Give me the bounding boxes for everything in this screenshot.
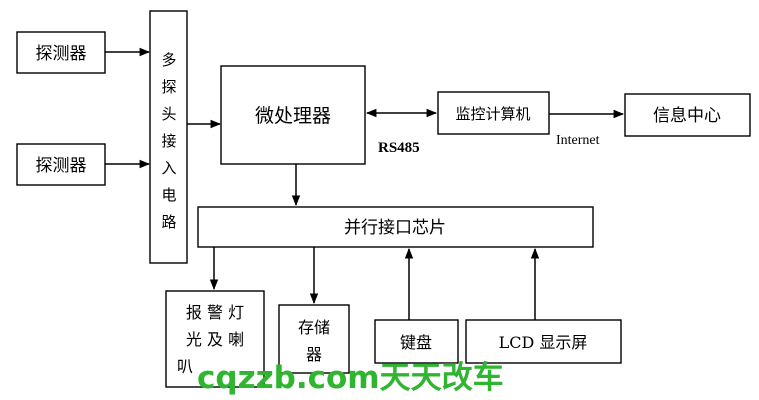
probe-interface-char: 入	[161, 159, 176, 177]
detector-1-node: 探测器	[16, 31, 106, 74]
alarm-label-line: 报 警 灯	[186, 303, 244, 322]
microprocessor-node: 微处理器	[220, 65, 366, 165]
detector-2-node: 探测器	[16, 143, 106, 186]
keyboard-node: 键盘	[374, 319, 459, 364]
rs485-label: RS485	[378, 140, 420, 156]
probe-interface-char: 头	[161, 105, 176, 123]
probe-interface-node: 多 探 头 接 入 电 路	[149, 10, 188, 264]
parallel-chip-label: 并行接口芯片	[344, 218, 446, 238]
detector-2-label: 探测器	[36, 156, 87, 176]
info-center-label: 信息中心	[653, 106, 721, 126]
monitor-pc-label: 监控计算机	[455, 105, 530, 123]
info-center-node: 信息中心	[624, 93, 751, 137]
probe-interface-char: 电	[161, 186, 176, 204]
alarm-node: 报 警 灯 光 及 喇 叭	[165, 290, 265, 388]
alarm-label-line: 光 及 喇	[186, 330, 244, 349]
probe-interface-char: 路	[161, 213, 176, 231]
keyboard-label: 键盘	[400, 333, 432, 352]
probe-interface-char: 探	[161, 78, 176, 96]
parallel-chip-node: 并行接口芯片	[197, 206, 594, 248]
probe-interface-char: 接	[161, 132, 176, 150]
microprocessor-label: 微处理器	[255, 105, 331, 127]
lcd-label: LCD 显示屏	[499, 333, 588, 352]
probe-interface-char: 多	[161, 51, 176, 69]
storage-label-line: 器	[306, 345, 322, 364]
alarm-label-line: 叭	[177, 357, 193, 376]
detector-1-label: 探测器	[36, 44, 87, 64]
watermark-text: cqzzb.com天天改车	[197, 360, 504, 396]
storage-node: 存储 器	[278, 304, 350, 374]
monitor-pc-node: 监控计算机	[437, 91, 550, 135]
lcd-node: LCD 显示屏	[465, 319, 622, 364]
internet-label: Internet	[556, 133, 600, 148]
storage-label-line: 存储	[298, 318, 330, 337]
